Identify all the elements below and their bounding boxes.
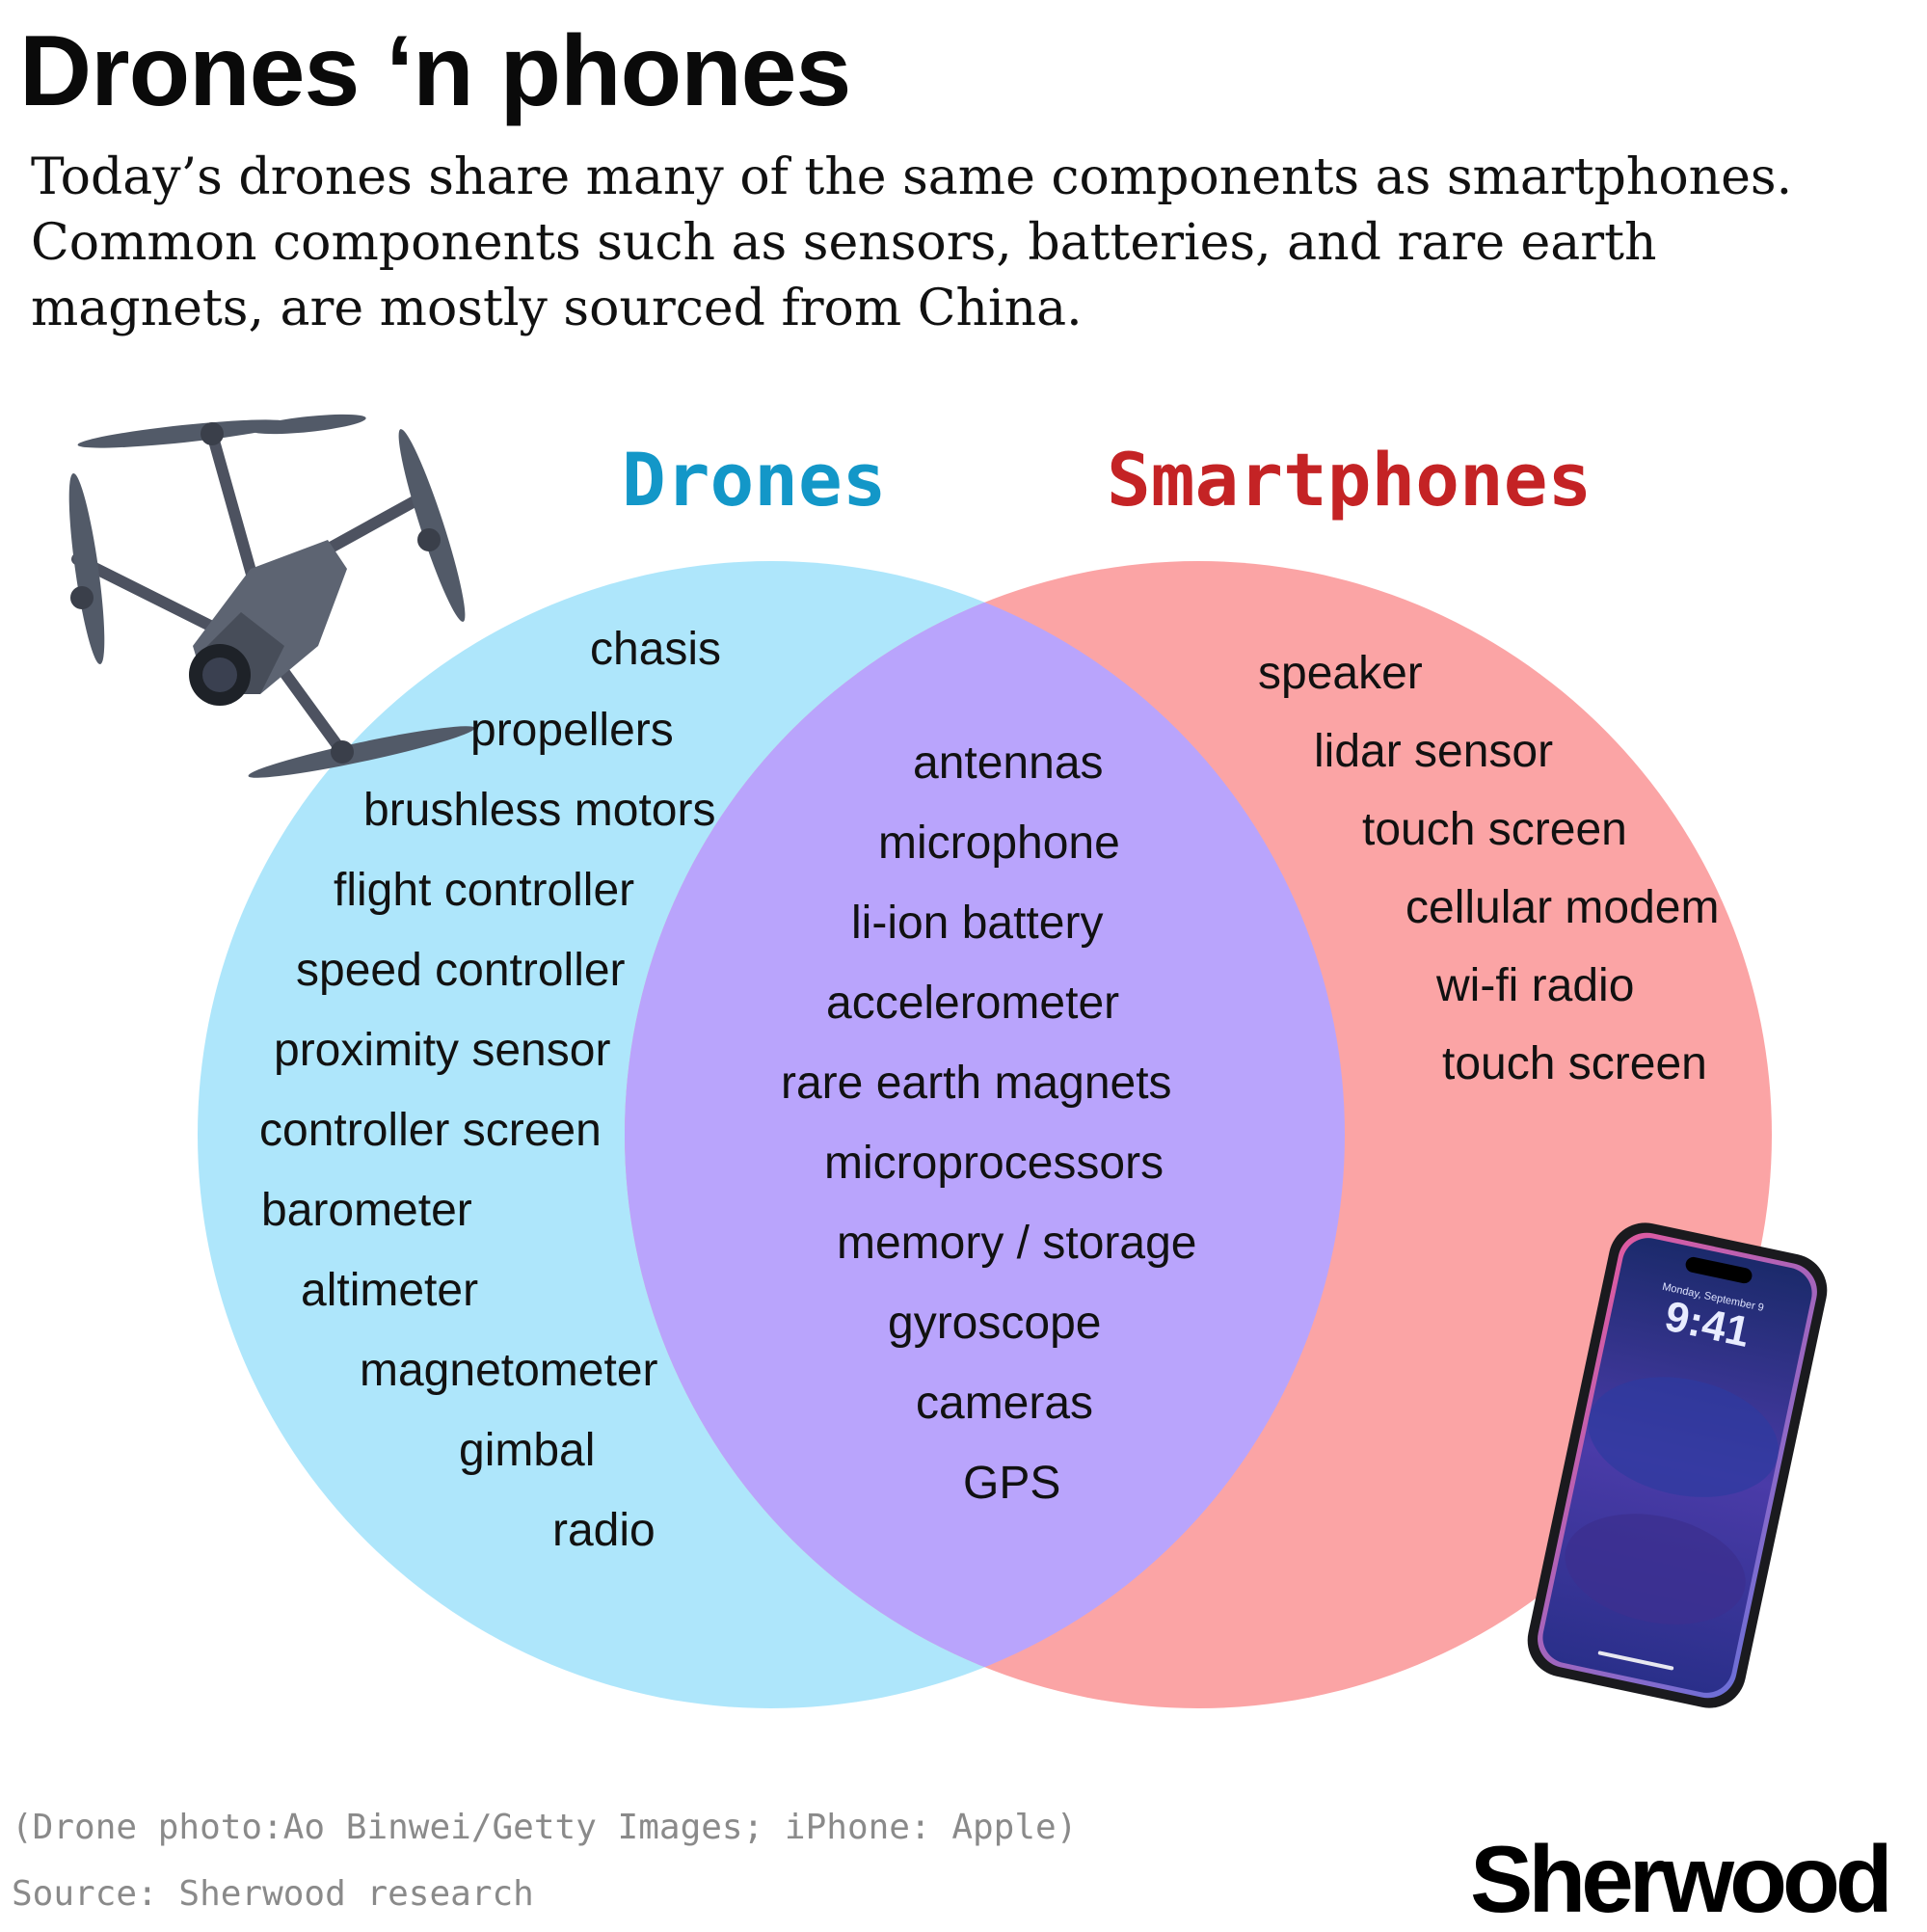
drone-photo <box>68 414 475 778</box>
shared-item: memory / storage <box>837 1218 1197 1269</box>
drones-item: barometer <box>261 1185 472 1236</box>
chart-title: Drones ‘n phones <box>19 15 851 127</box>
drones-item: proximity sensor <box>274 1025 611 1076</box>
shared-item: cameras <box>916 1378 1094 1429</box>
drones-item: altimeter <box>301 1265 479 1316</box>
drones-item: chasis <box>590 624 722 675</box>
shared-item: rare earth magnets <box>781 1058 1172 1109</box>
drones-set-label: Drones <box>622 437 887 523</box>
smartphones-item: touch screen <box>1362 804 1627 855</box>
source-note: Source: Sherwood research <box>12 1874 534 1914</box>
overlap-region <box>625 561 1345 1708</box>
smartphones-item: speaker <box>1258 648 1423 699</box>
sherwood-logo: Sherwood <box>1470 1826 1893 1932</box>
iphone-photo: Monday, September 9 9:41 <box>1527 1222 1828 1708</box>
shared-item: GPS <box>963 1458 1061 1509</box>
shared-item: antennas <box>913 738 1104 789</box>
drones-item: flight controller <box>334 865 635 916</box>
drones-item: brushless motors <box>363 785 716 836</box>
drones-item: magnetometer <box>360 1345 658 1396</box>
shared-item: microphone <box>878 818 1120 869</box>
drones-item: propellers <box>470 705 674 756</box>
shared-item: accelerometer <box>826 978 1120 1029</box>
drones-item: speed controller <box>296 945 626 996</box>
shared-item: microprocessors <box>824 1138 1164 1189</box>
drones-item: radio <box>552 1505 656 1556</box>
shared-item: gyroscope <box>888 1298 1102 1349</box>
smartphones-set-label: Smartphones <box>1107 437 1592 523</box>
photo-credit: (Drone photo:Ao Binwei/Getty Images; iPh… <box>12 1808 1078 1847</box>
smartphones-item: wi-fi radio <box>1436 960 1635 1011</box>
smartphones-item: lidar sensor <box>1314 726 1554 777</box>
smartphones-item: touch screen <box>1442 1038 1707 1089</box>
drones-item: gimbal <box>459 1425 596 1476</box>
chart-subtitle: Today’s drones share many of the same co… <box>31 148 1793 337</box>
smartphones-item: cellular modem <box>1405 882 1720 933</box>
shared-item: li-ion battery <box>851 898 1104 949</box>
drones-item: controller screen <box>259 1105 602 1156</box>
